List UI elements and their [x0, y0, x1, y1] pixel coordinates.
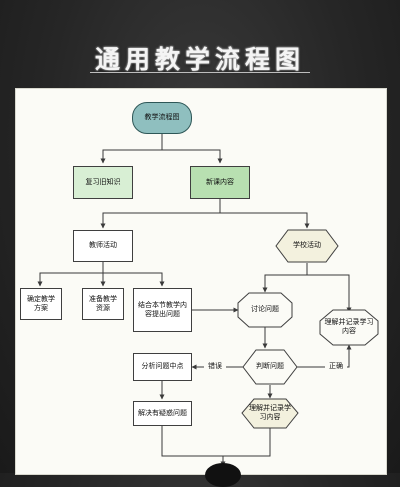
- edge-solve-end: [161, 426, 226, 467]
- flowchart-connectors: [37, 134, 379, 467]
- edge-teacher-raise: [103, 272, 165, 287]
- judge-label: 判断问题: [256, 362, 284, 371]
- edge-start-split: [100, 134, 163, 164]
- teacher-activity-node: 教师活动: [73, 230, 133, 262]
- review-node: 复习旧知识: [73, 166, 133, 199]
- edge-judge-understand: [296, 344, 352, 368]
- define-plan-node: 确定教学方案: [20, 288, 62, 320]
- edge-start-newcontent: [162, 149, 223, 164]
- edge-newcontent-teacher: [100, 199, 221, 229]
- title-underline: [90, 72, 310, 73]
- title-area: 通用教学流程图: [0, 40, 400, 76]
- understand-bottom-hexagon: [241, 398, 299, 429]
- edge-school-understand: [307, 274, 352, 313]
- flowchart-canvas: [15, 88, 387, 475]
- new-content-node: 新课内容: [190, 166, 250, 199]
- edge-teacher-define: [37, 262, 104, 287]
- edge-label-wrong: 错误: [204, 361, 226, 373]
- solve-node: 解决有疑惑问题: [133, 401, 192, 426]
- edge-school-discuss: [262, 263, 308, 293]
- understand-right-label: 理解并记录学习内容: [324, 317, 374, 335]
- prepare-resources-node: 准备教学资源: [82, 288, 124, 320]
- discuss-label: 讨论问题: [251, 305, 279, 314]
- understand-bottom-label: 理解并记录学习内容: [249, 403, 291, 421]
- start-node: 教学流程图: [132, 102, 192, 134]
- page-title: 通用教学流程图: [94, 45, 305, 74]
- analyze-node: 分析问题中点: [133, 353, 192, 381]
- raise-question-node: 结合本节教学内容提出问题: [133, 288, 192, 332]
- edge-understand-end: [223, 428, 271, 457]
- edge-label-correct: 正确: [325, 361, 347, 373]
- understand-right-octagon: [319, 309, 379, 346]
- school-activity-label: 学校活动: [293, 241, 321, 250]
- end-node: [205, 463, 241, 487]
- school-activity-hexagon: [275, 229, 339, 263]
- edge-newcontent-school: [220, 212, 310, 229]
- judge-hexagon: [242, 349, 298, 385]
- discuss-octagon: [237, 292, 293, 328]
